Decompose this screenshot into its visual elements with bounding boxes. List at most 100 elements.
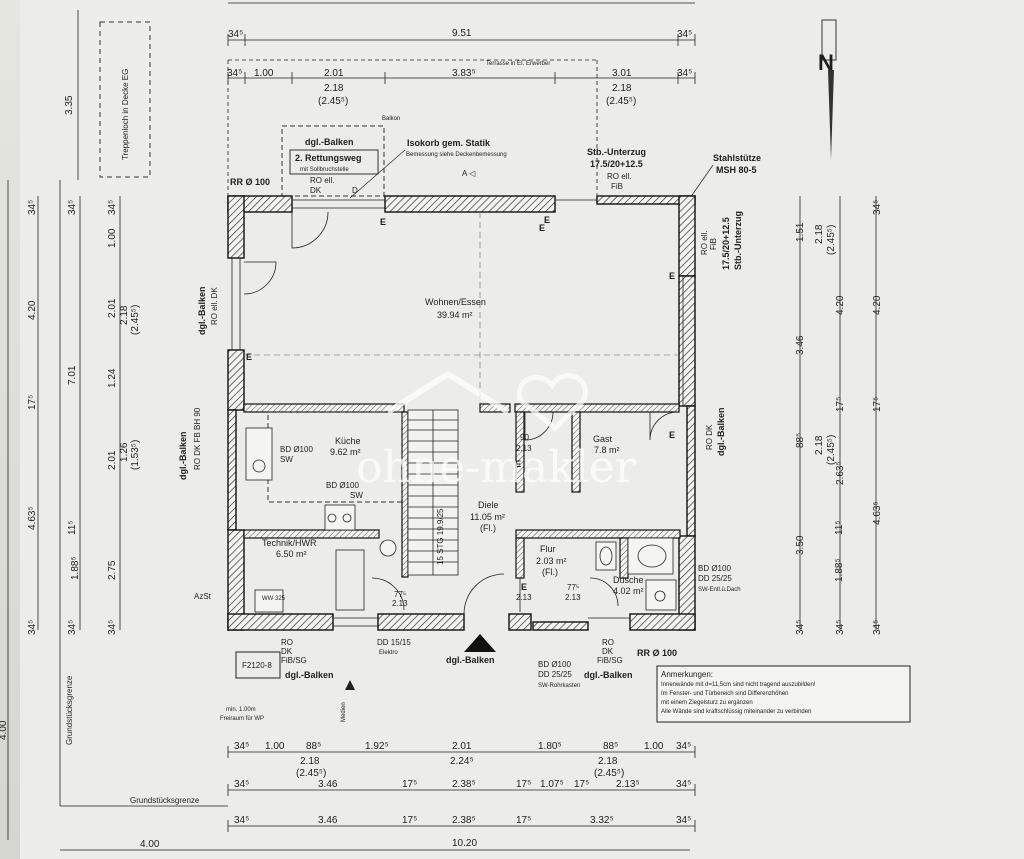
top-opening-2-h: (2.45⁵) <box>606 96 636 107</box>
right-a-0: 1.51 <box>795 222 806 242</box>
room-diele-name: Diele <box>478 500 499 510</box>
room-flur-name: Flur <box>540 544 556 554</box>
balkon-box-title: dgl.-Balken <box>305 137 354 147</box>
top-dimensions <box>227 2 696 195</box>
watermark-text: ohne-makler <box>356 442 637 493</box>
bottom-r2-2: 17⁵ <box>402 779 417 790</box>
bd-kueche1: BD Ø100 <box>280 445 313 454</box>
room-flur-fl: (Fl.) <box>542 567 558 577</box>
bd-bottom: BD Ø100 <box>538 660 571 669</box>
right-b-3: 2.18 <box>814 435 825 455</box>
room-flur-area: 2.03 m² <box>536 556 567 566</box>
top-dim-left: 34⁵ <box>228 29 243 40</box>
exterior-walls <box>227 195 696 631</box>
door-77b: 77⁵ <box>567 583 579 592</box>
bottom-r1-3: 1.92⁵ <box>365 741 389 752</box>
grund-left: Grundstücksgrenze <box>65 675 74 745</box>
room-labels: Wohnen/Essen 39.94 m² Küche 9.62 m² Gast… <box>262 297 644 596</box>
right-b-7: 17⁵ <box>835 397 846 412</box>
balkon-box-sub: 2. Rettungsweg <box>295 153 362 163</box>
left-inner-6: 2.75 <box>107 560 118 580</box>
bottom-r2-7: 2.13⁵ <box>616 779 640 790</box>
svg-text:E: E <box>544 215 550 225</box>
right-c-0: 34⁵ <box>872 200 883 215</box>
left-balken1-sub: RO ell. DK <box>210 287 219 325</box>
heart-logo-icon <box>516 373 588 432</box>
right-b-5: 2.63⁵ <box>835 461 846 485</box>
balkon-box: dgl.-Balken 2. Rettungsweg mit Sollbruch… <box>281 116 400 197</box>
bottom-r3-2: 17⁵ <box>402 815 417 826</box>
staircase <box>407 409 459 576</box>
door-77b-h: 2.13 <box>565 593 581 602</box>
left-outer-3: 4.63⁵ <box>27 506 38 530</box>
room-gast-area: 7.8 m² <box>594 445 620 455</box>
room-dusche-area: 4.02 m² <box>613 586 644 596</box>
section-markers: E E E E E E E E <box>246 215 675 592</box>
notes-line-0: Innenwände mit d=11,5cm sind nicht trage… <box>661 682 816 688</box>
right-c-1: 4.20 <box>872 295 883 315</box>
left-outer-0: 3.35 <box>64 95 75 115</box>
left-inner-4: 2.01 <box>107 450 118 470</box>
right-c-3: 4.63⁵ <box>872 501 883 525</box>
room-kueche-name: Küche <box>335 436 361 446</box>
dk-bottom1: DK <box>281 647 293 656</box>
f2120-box <box>235 651 281 679</box>
wp-note2: Freiraum für WP <box>220 716 264 722</box>
dgl-balken-bottom3: dgl.-Balken <box>285 670 334 680</box>
room-dusche-name: Dusche <box>613 575 644 585</box>
right-a-1: 3.46 <box>795 335 806 355</box>
rr-bottom: RR Ø 100 <box>637 648 677 658</box>
room-diele-fl: (Fl.) <box>480 523 496 533</box>
room-diele-area: 11.05 m² <box>470 512 505 522</box>
bottom-r1-5: 1.80⁵ <box>538 741 562 752</box>
left-inner-1: 1.00 <box>107 228 118 248</box>
bottom-r2-8: 34⁵ <box>676 779 691 790</box>
bottom-r3-1: 3.46 <box>318 815 338 826</box>
wp-note: min. 1.00m <box>226 707 256 713</box>
left-balken1: dgl.-Balken <box>197 286 207 335</box>
top-dim-row2-1: 1.00 <box>254 68 274 79</box>
bottom-h3-h: (2.45⁵) <box>594 768 624 779</box>
rr-top: RR Ø 100 <box>230 177 270 187</box>
left-inner-5: 1.88⁵ <box>70 556 81 580</box>
right-balken-sub: RO DK <box>705 424 714 450</box>
bottom-r2-4: 17⁵ <box>516 779 531 790</box>
elektro: Elektro <box>379 650 398 656</box>
door-77a-h: 2.13 <box>392 599 408 608</box>
dd-right: DD 25/25 <box>698 574 732 583</box>
left-dimension-lines <box>7 10 228 840</box>
bottom-r1-4: 2.01 <box>452 741 472 752</box>
bottom-r1-2: 88⁵ <box>306 741 321 752</box>
bottom-r3-5: 3.32⁵ <box>590 815 614 826</box>
bottom-h1-w: 2.18 <box>300 756 320 767</box>
notes-title: Anmerkungen: <box>661 670 713 679</box>
dgl-balken-bottom1: dgl.-Balken <box>446 655 495 665</box>
bottom-h3-w: 2.18 <box>598 756 618 767</box>
top-dim-row2-2: 2.01 <box>324 68 344 79</box>
stahl-title: Stahlstütze <box>713 153 761 163</box>
right-b-1: (2.45⁵) <box>826 225 837 255</box>
balkon-box-ro: RO ell. <box>310 176 334 185</box>
unterzug-right-fb: FiB <box>709 238 718 250</box>
north-arrow: N <box>818 19 837 160</box>
bottom-r2-6: 17⁵ <box>574 779 589 790</box>
bottom-h1-h: (2.45⁵) <box>296 768 326 779</box>
left-inner-8: 17⁵ <box>27 395 38 410</box>
room-technik-area: 6.50 m² <box>276 549 307 559</box>
unterzug-right-size: 17.5/20+12.5 <box>721 217 731 270</box>
left-balken2: dgl.-Balken <box>178 431 188 480</box>
room-wohnen-area: 39.94 m² <box>437 310 473 320</box>
right-a-5: 34⁵ <box>795 620 806 635</box>
top-opening-2-w: 2.18 <box>612 83 632 94</box>
left-inner-0c: 34⁵ <box>107 200 118 215</box>
bd-kueche2-sw: SW <box>350 491 363 500</box>
bottom-r3-0: 34⁵ <box>234 815 249 826</box>
left-win-2: 1.26 <box>119 442 130 462</box>
top-dim-row2-0: 34⁵ <box>227 68 242 79</box>
bottom-h2-w: 2.24⁵ <box>450 756 474 767</box>
ro-bottom1: RO <box>281 638 293 647</box>
windows <box>231 199 684 627</box>
right-b-4: (2.45⁵) <box>826 435 837 465</box>
medien: Medien <box>341 702 347 722</box>
